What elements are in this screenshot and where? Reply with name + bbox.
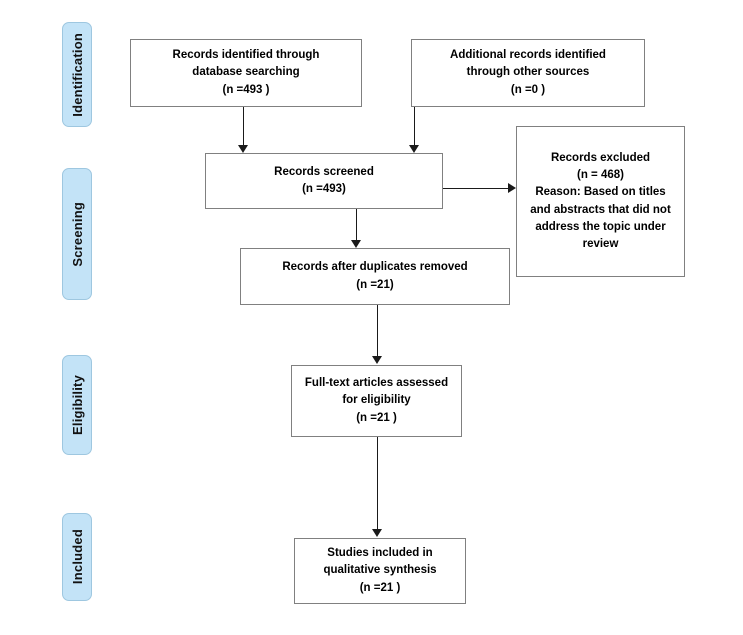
stage-pill-identification: Identification bbox=[62, 22, 92, 127]
arrowhead-screened-to-duplicates bbox=[351, 240, 361, 248]
box-additional-records-count: (n =0 ) bbox=[510, 83, 546, 96]
box-records-screened-count: (n =493) bbox=[302, 183, 346, 195]
connector-additional-to-screened bbox=[414, 107, 415, 145]
box-full-text-assessed-line2: for eligibility bbox=[342, 394, 411, 407]
box-records-identified: Records identified through database sear… bbox=[130, 39, 362, 107]
connector-screened-to-excluded bbox=[443, 188, 508, 189]
box-full-text-assessed: Full-text articles assessed for eligibil… bbox=[291, 365, 462, 437]
box-records-screened: Records screened (n =493) bbox=[205, 153, 443, 209]
box-records-identified-count: (n =493 ) bbox=[222, 83, 270, 96]
box-records-screened-line1: Records screened bbox=[274, 165, 374, 178]
connector-fulltext-to-included bbox=[377, 437, 378, 530]
box-additional-records: Additional records identified through ot… bbox=[411, 39, 645, 107]
arrowhead-additional-to-screened bbox=[409, 145, 419, 153]
box-records-excluded-count: (n = 468) bbox=[577, 169, 624, 182]
arrowhead-fulltext-to-included bbox=[372, 529, 382, 537]
arrowhead-duplicates-to-fulltext bbox=[372, 356, 382, 364]
box-records-identified-line2: database searching bbox=[192, 66, 300, 79]
arrowhead-screened-to-excluded bbox=[508, 183, 516, 193]
box-duplicates-removed-line1: Records after duplicates removed bbox=[282, 261, 468, 274]
box-studies-included-line1: Studies included in bbox=[327, 547, 433, 560]
box-full-text-assessed-line1: Full-text articles assessed bbox=[304, 377, 449, 390]
box-records-identified-line1: Records identified through bbox=[172, 49, 320, 62]
box-records-excluded-line1: Records excluded bbox=[550, 152, 651, 165]
box-studies-included-count: (n =21 ) bbox=[359, 581, 401, 594]
connector-identified-to-screened bbox=[243, 107, 244, 145]
box-studies-included-line2: qualitative synthesis bbox=[323, 564, 437, 577]
box-additional-records-line1: Additional records identified bbox=[450, 49, 606, 62]
box-duplicates-removed-count: (n =21) bbox=[356, 278, 394, 291]
stage-pill-eligibility: Eligibility bbox=[62, 355, 92, 455]
stage-label-eligibility: Eligibility bbox=[69, 375, 85, 435]
arrowhead-identified-to-screened bbox=[238, 145, 248, 153]
box-records-excluded-reason: Reason: Based on titles and abstracts th… bbox=[530, 186, 671, 250]
box-duplicates-removed: Records after duplicates removed (n =21) bbox=[240, 248, 510, 305]
connector-screened-to-duplicates bbox=[356, 209, 357, 241]
stage-pill-screening: Screening bbox=[62, 168, 92, 300]
box-studies-included: Studies included in qualitative synthesi… bbox=[294, 538, 466, 604]
stage-label-screening: Screening bbox=[69, 201, 85, 267]
box-full-text-assessed-count: (n =21 ) bbox=[356, 411, 397, 424]
connector-duplicates-to-fulltext bbox=[377, 305, 378, 357]
stage-pill-included: Included bbox=[62, 513, 92, 601]
box-records-excluded: Records excluded (n = 468) Reason: Based… bbox=[516, 126, 685, 277]
stage-label-identification: Identification bbox=[69, 32, 85, 117]
stage-label-included: Included bbox=[69, 529, 85, 585]
box-additional-records-line2: through other sources bbox=[466, 66, 590, 79]
